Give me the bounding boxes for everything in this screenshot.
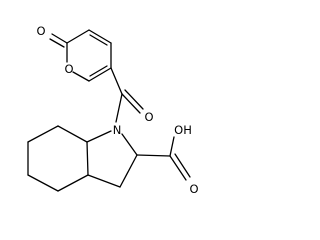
atom-label-ketone-o: O	[36, 24, 45, 38]
bond-c5-c4	[27, 174, 59, 192]
bond-c6-o1	[72, 71, 90, 82]
atom-label-amide-o: O	[144, 110, 153, 124]
chemical-structure-diagram: O O O N OH O	[27, 24, 199, 196]
atom-label-indoline-n: N	[113, 123, 122, 137]
atom-label-acid-o: O	[189, 182, 198, 196]
atom-label-ring-o: O	[64, 62, 73, 76]
amide-carbonyl	[110, 67, 144, 123]
bond-cooh-oh	[169, 136, 175, 157]
bond-carbonyl-o-second	[124, 89, 144, 110]
bond-carbonyl-n	[115, 93, 123, 123]
bond-carbonyl-o	[121, 93, 141, 114]
bond-c2-cooh	[136, 154, 171, 157]
bond-c7a-c7	[57, 125, 88, 143]
bond-c3-c4	[88, 29, 112, 44]
bond-c2-c3	[66, 29, 90, 44]
atom-label-acid-oh: OH	[174, 123, 192, 137]
pyranone-ring	[49, 29, 112, 82]
bond-c3-c2	[119, 154, 138, 188]
bond-c3a-c3	[87, 174, 121, 188]
bond-cooh-o-second	[174, 153, 191, 178]
bond-c5-carbonyl	[110, 67, 123, 95]
octahydroindole-ring	[27, 125, 138, 192]
bond-c5-c6-inner	[89, 65, 108, 77]
bond-c3-c4-inner	[89, 34, 108, 46]
bond-c2-n	[121, 133, 138, 156]
atom-labels: O O O N OH O	[36, 24, 198, 196]
bond-n-c7a	[86, 130, 112, 143]
bond-cooh-o	[169, 155, 187, 181]
bond-c7a-c3a	[86, 141, 89, 176]
bond-c7-c6	[27, 125, 59, 143]
bond-c2-o-exo-second	[49, 38, 65, 48]
bond-c2-o-exo	[51, 33, 68, 44]
bond-c4-c3a	[57, 174, 89, 192]
bond-c5-c6	[88, 67, 112, 82]
carboxylic-acid	[136, 136, 191, 181]
